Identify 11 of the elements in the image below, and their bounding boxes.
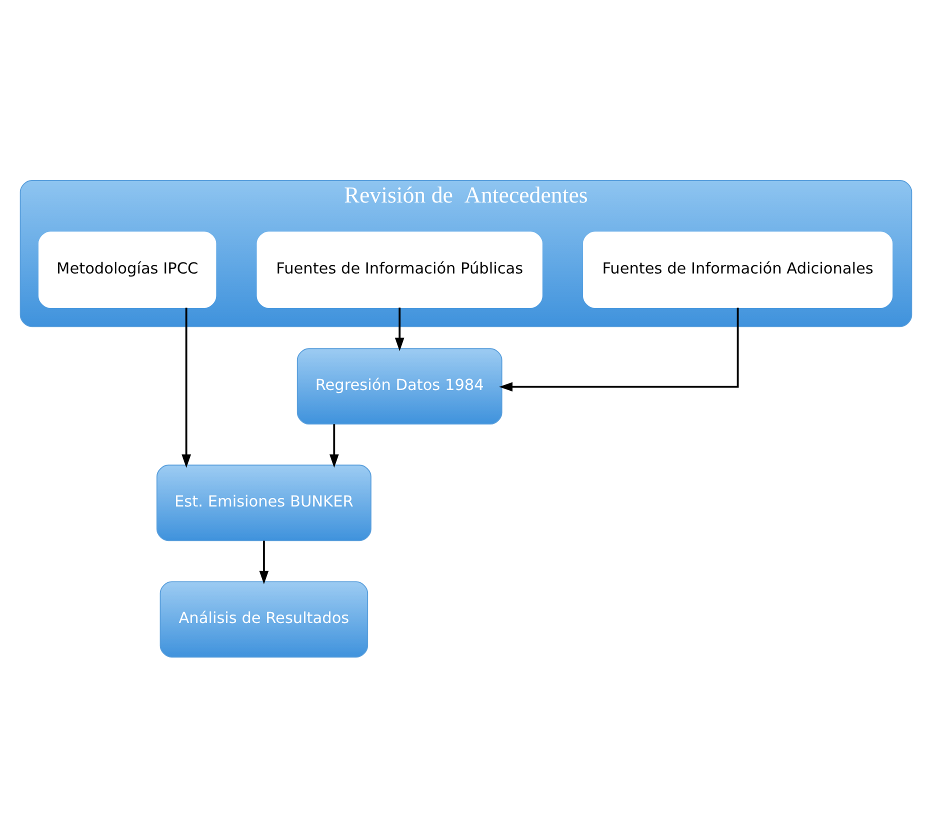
node-box: Regresión Datos 1984 [296,348,502,425]
arrow [182,308,192,468]
node-box: Metodologías IPCC [38,232,216,308]
arrow [259,540,269,584]
node-box: Fuentes de Información Públicas [256,232,542,308]
node-box: Est. Emisiones BUNKER [156,464,372,542]
arrow [499,308,739,392]
node-box: Análisis de Resultados [160,581,368,658]
arrow [394,308,404,352]
arrow [329,424,339,468]
node-box: Fuentes de Información Adicionales [583,232,893,308]
